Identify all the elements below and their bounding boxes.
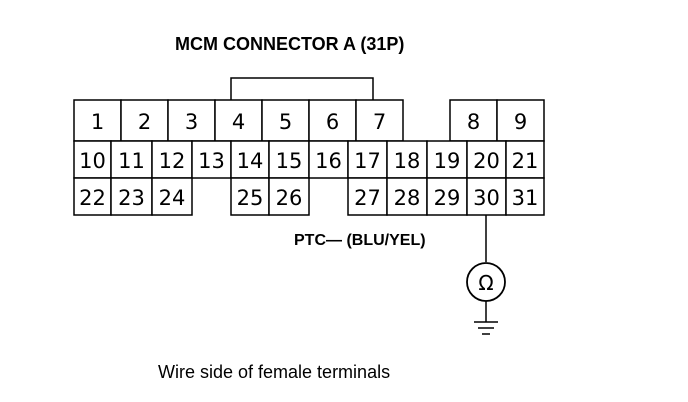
pin-label: 31 bbox=[512, 186, 539, 210]
pin-label: 2 bbox=[138, 110, 151, 134]
pin-label: 30 bbox=[473, 186, 500, 210]
pin-label: 13 bbox=[198, 149, 225, 173]
pin-label: 3 bbox=[185, 110, 198, 134]
pin-label: 28 bbox=[394, 186, 421, 210]
pin-label: 8 bbox=[467, 110, 480, 134]
pin-label: 21 bbox=[512, 149, 539, 173]
pin-label: 24 bbox=[159, 186, 186, 210]
pin-label: 20 bbox=[473, 149, 500, 173]
connector-lock-tab bbox=[230, 77, 374, 100]
pin-row-3: 22 23 24 25 26 27 28 29 30 31 bbox=[73, 177, 545, 216]
pin-label: 27 bbox=[354, 186, 381, 210]
pin-label: 1 bbox=[91, 110, 104, 134]
pin-label: 17 bbox=[354, 149, 381, 173]
pin-label: 11 bbox=[118, 149, 145, 173]
ground-icon bbox=[474, 321, 498, 335]
pin-label: 9 bbox=[514, 110, 527, 134]
diagram-caption: Wire side of female terminals bbox=[158, 362, 390, 382]
pin-row-1: 1 2 3 4 5 6 7 8 9 bbox=[73, 99, 545, 142]
pin-label: 7 bbox=[373, 110, 386, 134]
pin-row-2: 10 11 12 13 14 15 16 17 18 19 20 21 bbox=[73, 140, 545, 179]
pin-label: 25 bbox=[237, 186, 264, 210]
pin-label: 22 bbox=[79, 186, 106, 210]
ohm-symbol: Ω bbox=[478, 271, 493, 295]
pin-label: 23 bbox=[118, 186, 145, 210]
diagram-title: MCM CONNECTOR A (31P) bbox=[175, 34, 404, 54]
pin-label: 29 bbox=[434, 186, 461, 210]
pin-label: 14 bbox=[237, 149, 264, 173]
pin-label: 19 bbox=[434, 149, 461, 173]
pin-label: 10 bbox=[79, 149, 106, 173]
pin-label: 18 bbox=[394, 149, 421, 173]
pin-label: 4 bbox=[232, 110, 245, 134]
pin-label: 26 bbox=[276, 186, 303, 210]
probe-label: PTC— (BLU/YEL) bbox=[294, 232, 426, 249]
pin-label: 15 bbox=[276, 149, 303, 173]
pin-label: 6 bbox=[326, 110, 339, 134]
pin-label: 16 bbox=[315, 149, 342, 173]
pin-label: 12 bbox=[159, 149, 186, 173]
pin-label: 5 bbox=[279, 110, 292, 134]
